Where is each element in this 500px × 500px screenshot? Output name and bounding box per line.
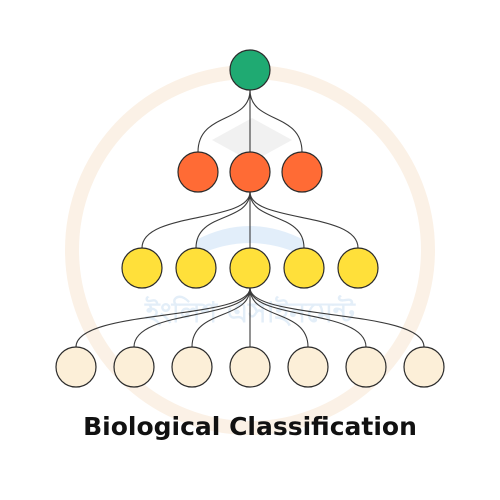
edge-l1-to-l2-4	[249, 191, 359, 249]
edge-l0-to-l1-0	[197, 89, 251, 153]
edge-l2-to-l3-0	[75, 287, 251, 348]
node-level-2-4	[337, 247, 379, 289]
tree-edges	[75, 89, 425, 348]
node-level-3-3	[229, 346, 271, 388]
node-level-1-0	[177, 151, 219, 193]
edge-l2-to-l3-1	[133, 287, 251, 348]
edge-l2-to-l3-4	[249, 287, 309, 348]
edge-l2-to-l3-5	[249, 287, 367, 348]
edge-l0-to-l1-2	[249, 89, 303, 153]
edge-l2-to-l3-6	[249, 287, 425, 348]
node-level-2-2	[229, 247, 271, 289]
diagram-title: Biological Classification	[83, 412, 417, 441]
edge-l1-to-l2-3	[249, 191, 305, 249]
node-level-1-1	[229, 151, 271, 193]
node-level-3-0	[55, 346, 97, 388]
node-level-2-0	[121, 247, 163, 289]
node-level-3-1	[113, 346, 155, 388]
edge-l1-to-l2-0	[141, 191, 251, 249]
node-level-2-3	[283, 247, 325, 289]
tree-nodes	[55, 49, 445, 388]
node-level-3-6	[403, 346, 445, 388]
node-level-3-5	[345, 346, 387, 388]
node-level-3-2	[171, 346, 213, 388]
node-level-3-4	[287, 346, 329, 388]
node-level-2-1	[175, 247, 217, 289]
node-level-1-2	[281, 151, 323, 193]
edge-l2-to-l3-2	[191, 287, 251, 348]
node-level-0-0	[229, 49, 271, 91]
edge-l1-to-l2-1	[195, 191, 251, 249]
